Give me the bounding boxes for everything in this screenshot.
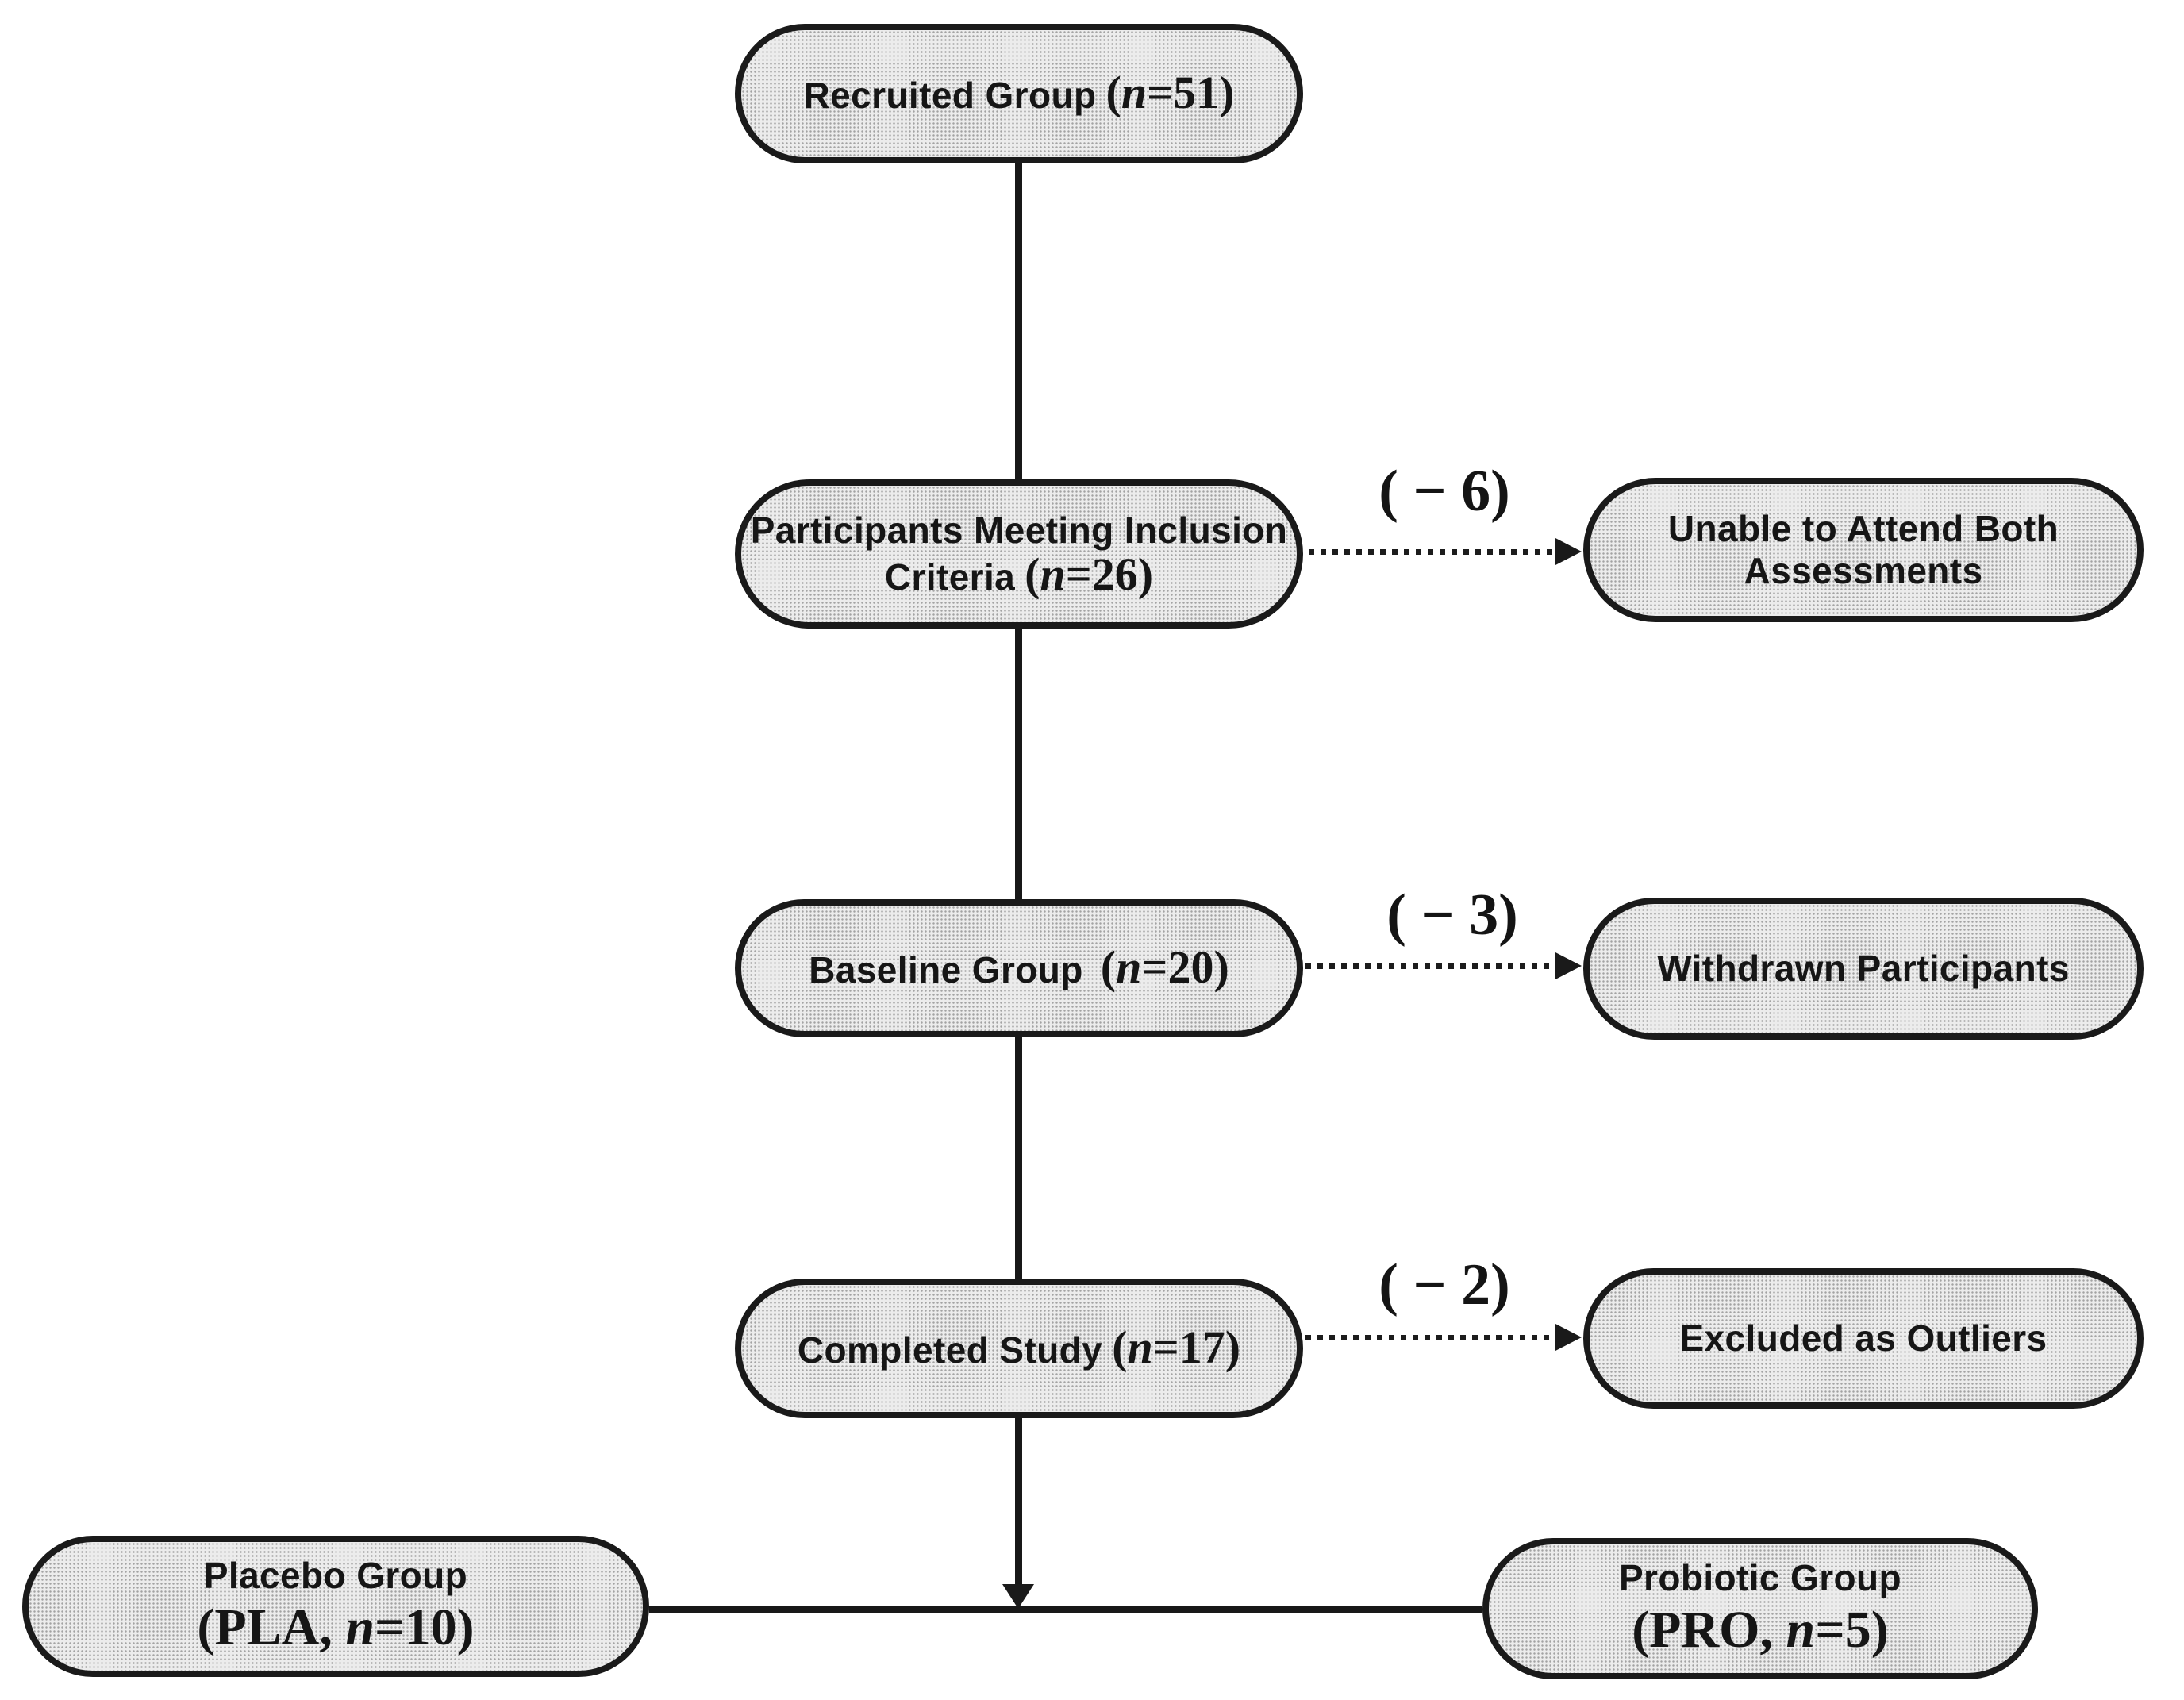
inclusion-line2-text: Criteria <box>884 556 1016 598</box>
n-symbol: n <box>345 1598 375 1656</box>
down-arrowhead-icon <box>1002 1584 1034 1609</box>
exclusion1-count-label: ( − 6) <box>1378 459 1510 524</box>
inclusion-n-count: (n=26) <box>1025 548 1153 600</box>
flow-line-inclusion-to-baseline <box>1015 629 1022 899</box>
box-probiotic-group: Probiotic Group (PRO, n=5) <box>1482 1538 2038 1679</box>
exclusion1-dotted-arrow <box>1297 549 1557 555</box>
right-arrowhead-icon <box>1555 1324 1582 1351</box>
exclusion2-line1: Withdrawn Participants <box>1657 947 2070 989</box>
baseline-title: Baseline Group <box>809 949 1083 991</box>
exclusion3-line1: Excluded as Outliers <box>1679 1317 2048 1359</box>
sub-open-text: (PLA, <box>197 1598 346 1656</box>
probiotic-title: Probiotic Group <box>1618 1557 1902 1599</box>
recruited-title: Recruited Group <box>803 75 1097 117</box>
n-symbol: n <box>1127 1321 1153 1374</box>
n-symbol: n <box>1116 941 1142 994</box>
right-arrowhead-icon <box>1555 952 1582 979</box>
probiotic-sub: (PRO, n=5) <box>1632 1600 1889 1660</box>
box-placebo-group: Placebo Group (PLA, n=10) <box>22 1536 649 1677</box>
completed-text: Completed Study(n=17) <box>798 1325 1240 1371</box>
placebo-title: Placebo Group <box>203 1555 468 1597</box>
paren-open: ( <box>1105 67 1121 119</box>
n-symbol: n <box>1121 67 1148 119</box>
box-excluded-outliers: Excluded as Outliers <box>1583 1268 2144 1409</box>
baseline-text: Baseline Group (n=20) <box>809 944 1229 991</box>
inclusion-title-line1: Participants Meeting Inclusion <box>750 509 1288 551</box>
n-symbol: n <box>1786 1600 1816 1659</box>
inclusion-title-line2: Criteria(n=26) <box>885 552 1153 598</box>
box-recruited-group: Recruited Group(n=51) <box>735 24 1303 163</box>
exclusion3-dotted-arrow <box>1305 1335 1557 1340</box>
paren-open: ( <box>1112 1321 1128 1374</box>
box-inclusion-criteria: Participants Meeting Inclusion Criteria(… <box>735 479 1303 629</box>
paren-open: ( <box>1025 548 1040 600</box>
completed-n-count: (n=17) <box>1112 1321 1240 1373</box>
n-value-text: =20) <box>1141 941 1229 994</box>
exclusion3-count-label: ( − 2) <box>1378 1252 1510 1317</box>
sub-open-text: (PRO, <box>1632 1600 1786 1659</box>
exclusion2-dotted-arrow <box>1305 963 1557 969</box>
n-value-text: =26) <box>1065 548 1154 600</box>
n-symbol: n <box>1040 548 1066 600</box>
box-withdrawn-participants: Withdrawn Participants <box>1583 898 2144 1040</box>
exclusion1-line1: Unable to Attend Both <box>1667 507 2059 549</box>
box-baseline-group: Baseline Group (n=20) <box>735 899 1303 1037</box>
flow-line-baseline-to-completed <box>1015 1037 1022 1279</box>
exclusion1-line2: Assessments <box>1744 550 1983 591</box>
box-completed-study: Completed Study(n=17) <box>735 1279 1303 1418</box>
box-unable-to-attend: Unable to Attend Both Assessments <box>1583 478 2144 622</box>
baseline-n-count: (n=20) <box>1101 941 1229 993</box>
right-arrowhead-icon <box>1555 538 1582 565</box>
n-value-text: =10) <box>375 1598 475 1656</box>
recruited-n-count: (n=51) <box>1105 67 1234 118</box>
recruited-text: Recruited Group(n=51) <box>804 70 1235 117</box>
n-value-text: =5) <box>1815 1600 1889 1659</box>
n-value-text: =17) <box>1152 1321 1241 1374</box>
n-value-text: =51) <box>1147 67 1235 119</box>
flow-line-recruited-to-inclusion <box>1015 163 1022 479</box>
flow-line-completed-to-allocation <box>1015 1418 1022 1587</box>
paren-open: ( <box>1100 941 1117 994</box>
exclusion2-count-label: ( − 3) <box>1386 883 1518 948</box>
completed-title: Completed Study <box>797 1329 1103 1371</box>
placebo-sub: (PLA, n=10) <box>197 1598 474 1658</box>
allocation-connector-line <box>649 1606 1482 1613</box>
